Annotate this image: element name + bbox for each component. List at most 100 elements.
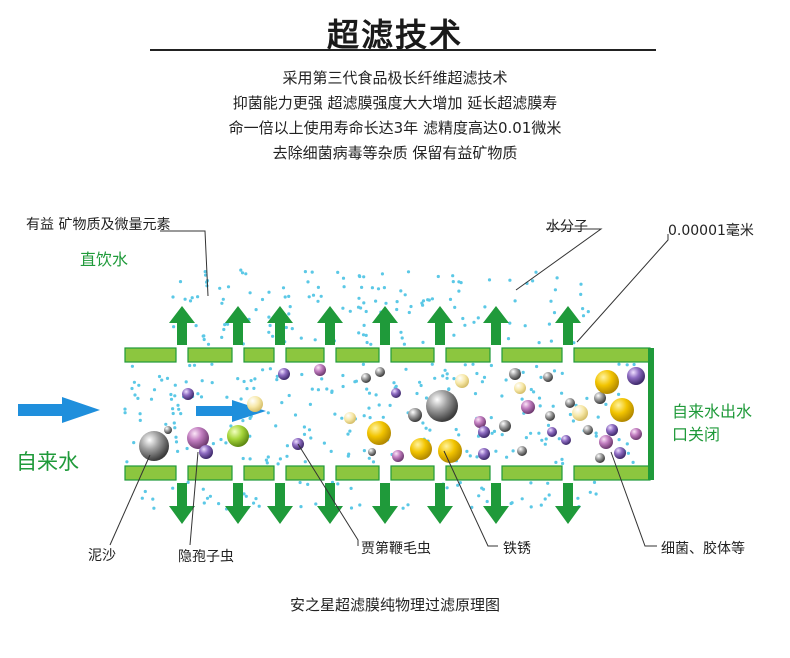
water-molecule-dot	[400, 336, 404, 340]
particle	[543, 372, 553, 382]
water-molecule-dot	[404, 367, 408, 371]
water-molecule-dot	[340, 416, 344, 420]
water-molecule-dot	[406, 270, 411, 274]
water-molecule-dot	[316, 299, 320, 303]
water-molecule-dot	[309, 436, 313, 440]
water-molecule-dot	[368, 416, 372, 420]
water-molecule-dot	[468, 454, 472, 458]
leader-precision	[576, 234, 669, 343]
water-molecule-dot	[252, 386, 256, 390]
green-arrow-down	[372, 483, 398, 524]
bottom-membrane-segment	[124, 465, 177, 481]
water-molecule-dot	[367, 406, 371, 410]
water-molecule-dot	[361, 333, 366, 337]
water-molecule-dot	[399, 330, 403, 334]
water-molecule-dot	[549, 299, 553, 303]
water-molecule-dot	[543, 442, 547, 446]
particle	[368, 448, 376, 456]
water-molecule-dot	[210, 362, 214, 366]
water-molecule-dot	[222, 327, 226, 332]
water-molecule-dot	[421, 340, 425, 344]
top-membrane-segment	[285, 347, 325, 363]
water-molecule-dot	[152, 388, 157, 392]
particle	[627, 367, 645, 385]
water-molecule-dot	[357, 296, 361, 300]
label-sand: 泥沙	[88, 548, 116, 564]
description-line: 命一倍以上使用寿命长达3年 滤精度高达0.01微米	[228, 119, 562, 137]
water-molecule-dot	[631, 460, 635, 464]
permeate-arrows-up	[169, 306, 581, 345]
water-molecule-dot	[176, 403, 180, 407]
water-molecule-dot	[325, 387, 329, 391]
water-molecule-dot	[392, 381, 396, 385]
water-molecule-dot	[254, 308, 258, 312]
water-molecule-dot	[477, 494, 481, 498]
particle	[572, 405, 588, 421]
water-molecule-dot	[217, 502, 221, 506]
green-arrow-up	[372, 306, 398, 345]
label-tap-water: 自来水	[16, 450, 79, 474]
water-molecule-dot	[205, 496, 210, 500]
green-arrow-down	[267, 483, 293, 524]
water-molecule-dot	[523, 324, 527, 328]
water-molecule-dot	[508, 321, 512, 325]
water-molecule-dot	[185, 446, 189, 451]
water-molecule-dot	[303, 270, 307, 274]
water-molecule-dot	[524, 436, 529, 440]
water-molecule-dot	[125, 460, 129, 464]
top-membrane-segment	[243, 347, 275, 363]
water-molecule-dot	[428, 428, 432, 432]
label-precision: 0.00001毫米	[668, 223, 754, 239]
water-molecule-dot	[206, 342, 211, 346]
water-molecule-dot	[356, 305, 361, 309]
water-molecule-dot	[194, 324, 198, 328]
bottom-membrane-segment	[243, 465, 275, 481]
water-molecule-dot	[283, 295, 287, 299]
water-molecule-dot	[445, 486, 449, 490]
water-molecule-dot	[539, 503, 543, 507]
water-molecule-dot	[424, 396, 429, 400]
bottom-membrane-segment	[285, 465, 325, 481]
particle	[367, 421, 391, 445]
water-molecule-dot	[244, 272, 248, 276]
water-molecule-dot	[171, 295, 175, 299]
leader-minerals	[160, 230, 209, 297]
water-molecule-dot	[249, 379, 253, 383]
label-cryptosporidium: 隐孢子虫	[178, 549, 234, 565]
water-molecule-dot	[169, 397, 174, 401]
water-molecule-dot	[349, 486, 353, 490]
water-molecule-dot	[537, 431, 541, 435]
particle	[478, 426, 490, 438]
water-molecule-dot	[374, 393, 378, 397]
water-molecule-dot	[164, 422, 168, 426]
water-molecule-dot	[421, 299, 426, 303]
water-molecule-dot	[529, 505, 533, 509]
particle	[438, 439, 462, 463]
water-molecule-dot	[252, 501, 256, 505]
water-molecule-dot	[299, 336, 303, 340]
particle	[199, 445, 213, 459]
water-molecule-dot	[500, 433, 504, 437]
water-molecule-dot	[285, 454, 289, 458]
water-molecule-dot	[489, 416, 493, 420]
leader-cryptosporidium	[189, 451, 199, 546]
top-membrane-segment	[501, 347, 563, 363]
water-molecule-dot	[534, 270, 538, 274]
water-molecule-dot	[604, 402, 608, 406]
water-molecule-dot	[268, 323, 272, 328]
water-molecule-dot	[617, 362, 621, 366]
water-molecule-dot	[130, 364, 134, 368]
water-molecule-dot	[504, 378, 508, 382]
green-arrow-up	[483, 306, 509, 345]
water-molecule-dot	[579, 292, 583, 296]
water-molecule-dot	[271, 334, 275, 338]
water-molecule-dot	[136, 396, 140, 400]
particle	[426, 390, 458, 422]
water-molecule-dot	[254, 497, 258, 501]
water-molecule-dot	[358, 274, 362, 279]
water-molecule-dot	[267, 315, 271, 319]
water-molecule-dot	[547, 322, 552, 326]
water-molecule-dot	[346, 432, 350, 436]
water-molecule-dot	[472, 320, 476, 324]
